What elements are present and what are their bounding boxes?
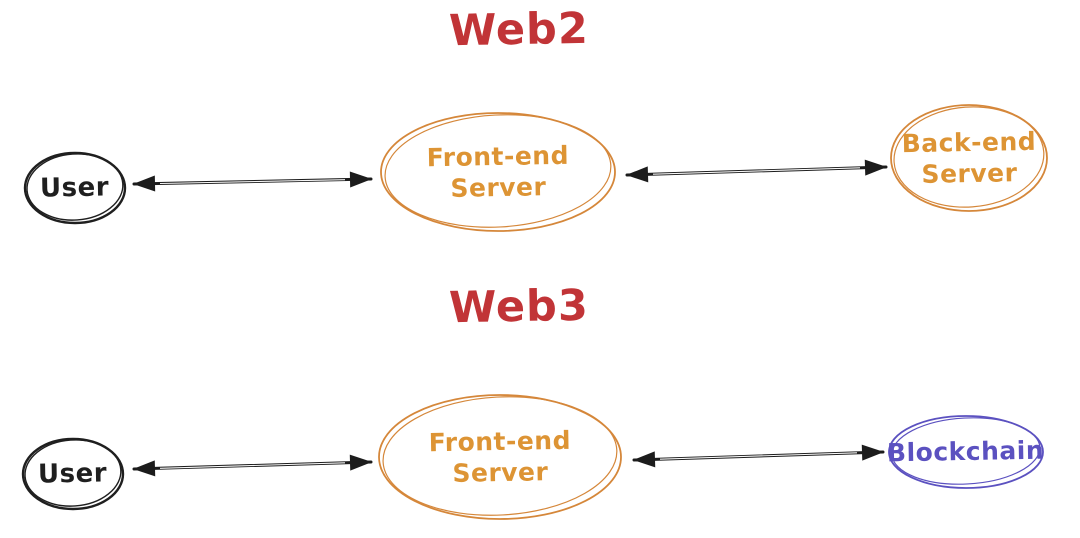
web3-blockchain-label: Blockchain xyxy=(887,436,1045,468)
web3-user-node: User xyxy=(18,434,128,514)
frontend-ellipse xyxy=(378,394,622,520)
user-ellipse xyxy=(21,437,125,511)
web2-frontend-node: Front-end Server xyxy=(376,108,620,236)
web3-user-label: User xyxy=(38,458,108,490)
web2-user-label: User xyxy=(40,172,110,204)
web3-blockchain-node: Blockchain xyxy=(884,411,1048,493)
backend-ellipse xyxy=(890,104,1048,212)
blockchain-ellipse xyxy=(888,415,1044,489)
web3-title: Web3 xyxy=(448,280,590,334)
web3-arrow-user-frontend xyxy=(132,454,373,477)
web3-frontend-label: Front-end Server xyxy=(428,425,572,488)
web2-user-node: User xyxy=(20,148,130,228)
web3-arrow-frontend-blockchain xyxy=(632,444,885,468)
user-ellipse xyxy=(23,151,127,225)
web2-arrow-frontend-backend xyxy=(625,159,888,183)
web2-backend-node: Back-end Server xyxy=(886,100,1052,216)
web2-frontend-label: Front-end Server xyxy=(426,140,570,203)
web2-title: Web2 xyxy=(448,3,590,57)
web2-backend-label: Back-end Server xyxy=(901,126,1037,189)
frontend-ellipse xyxy=(380,112,616,232)
web2-arrow-user-frontend xyxy=(132,171,373,192)
web3-frontend-node: Front-end Server xyxy=(374,390,626,524)
